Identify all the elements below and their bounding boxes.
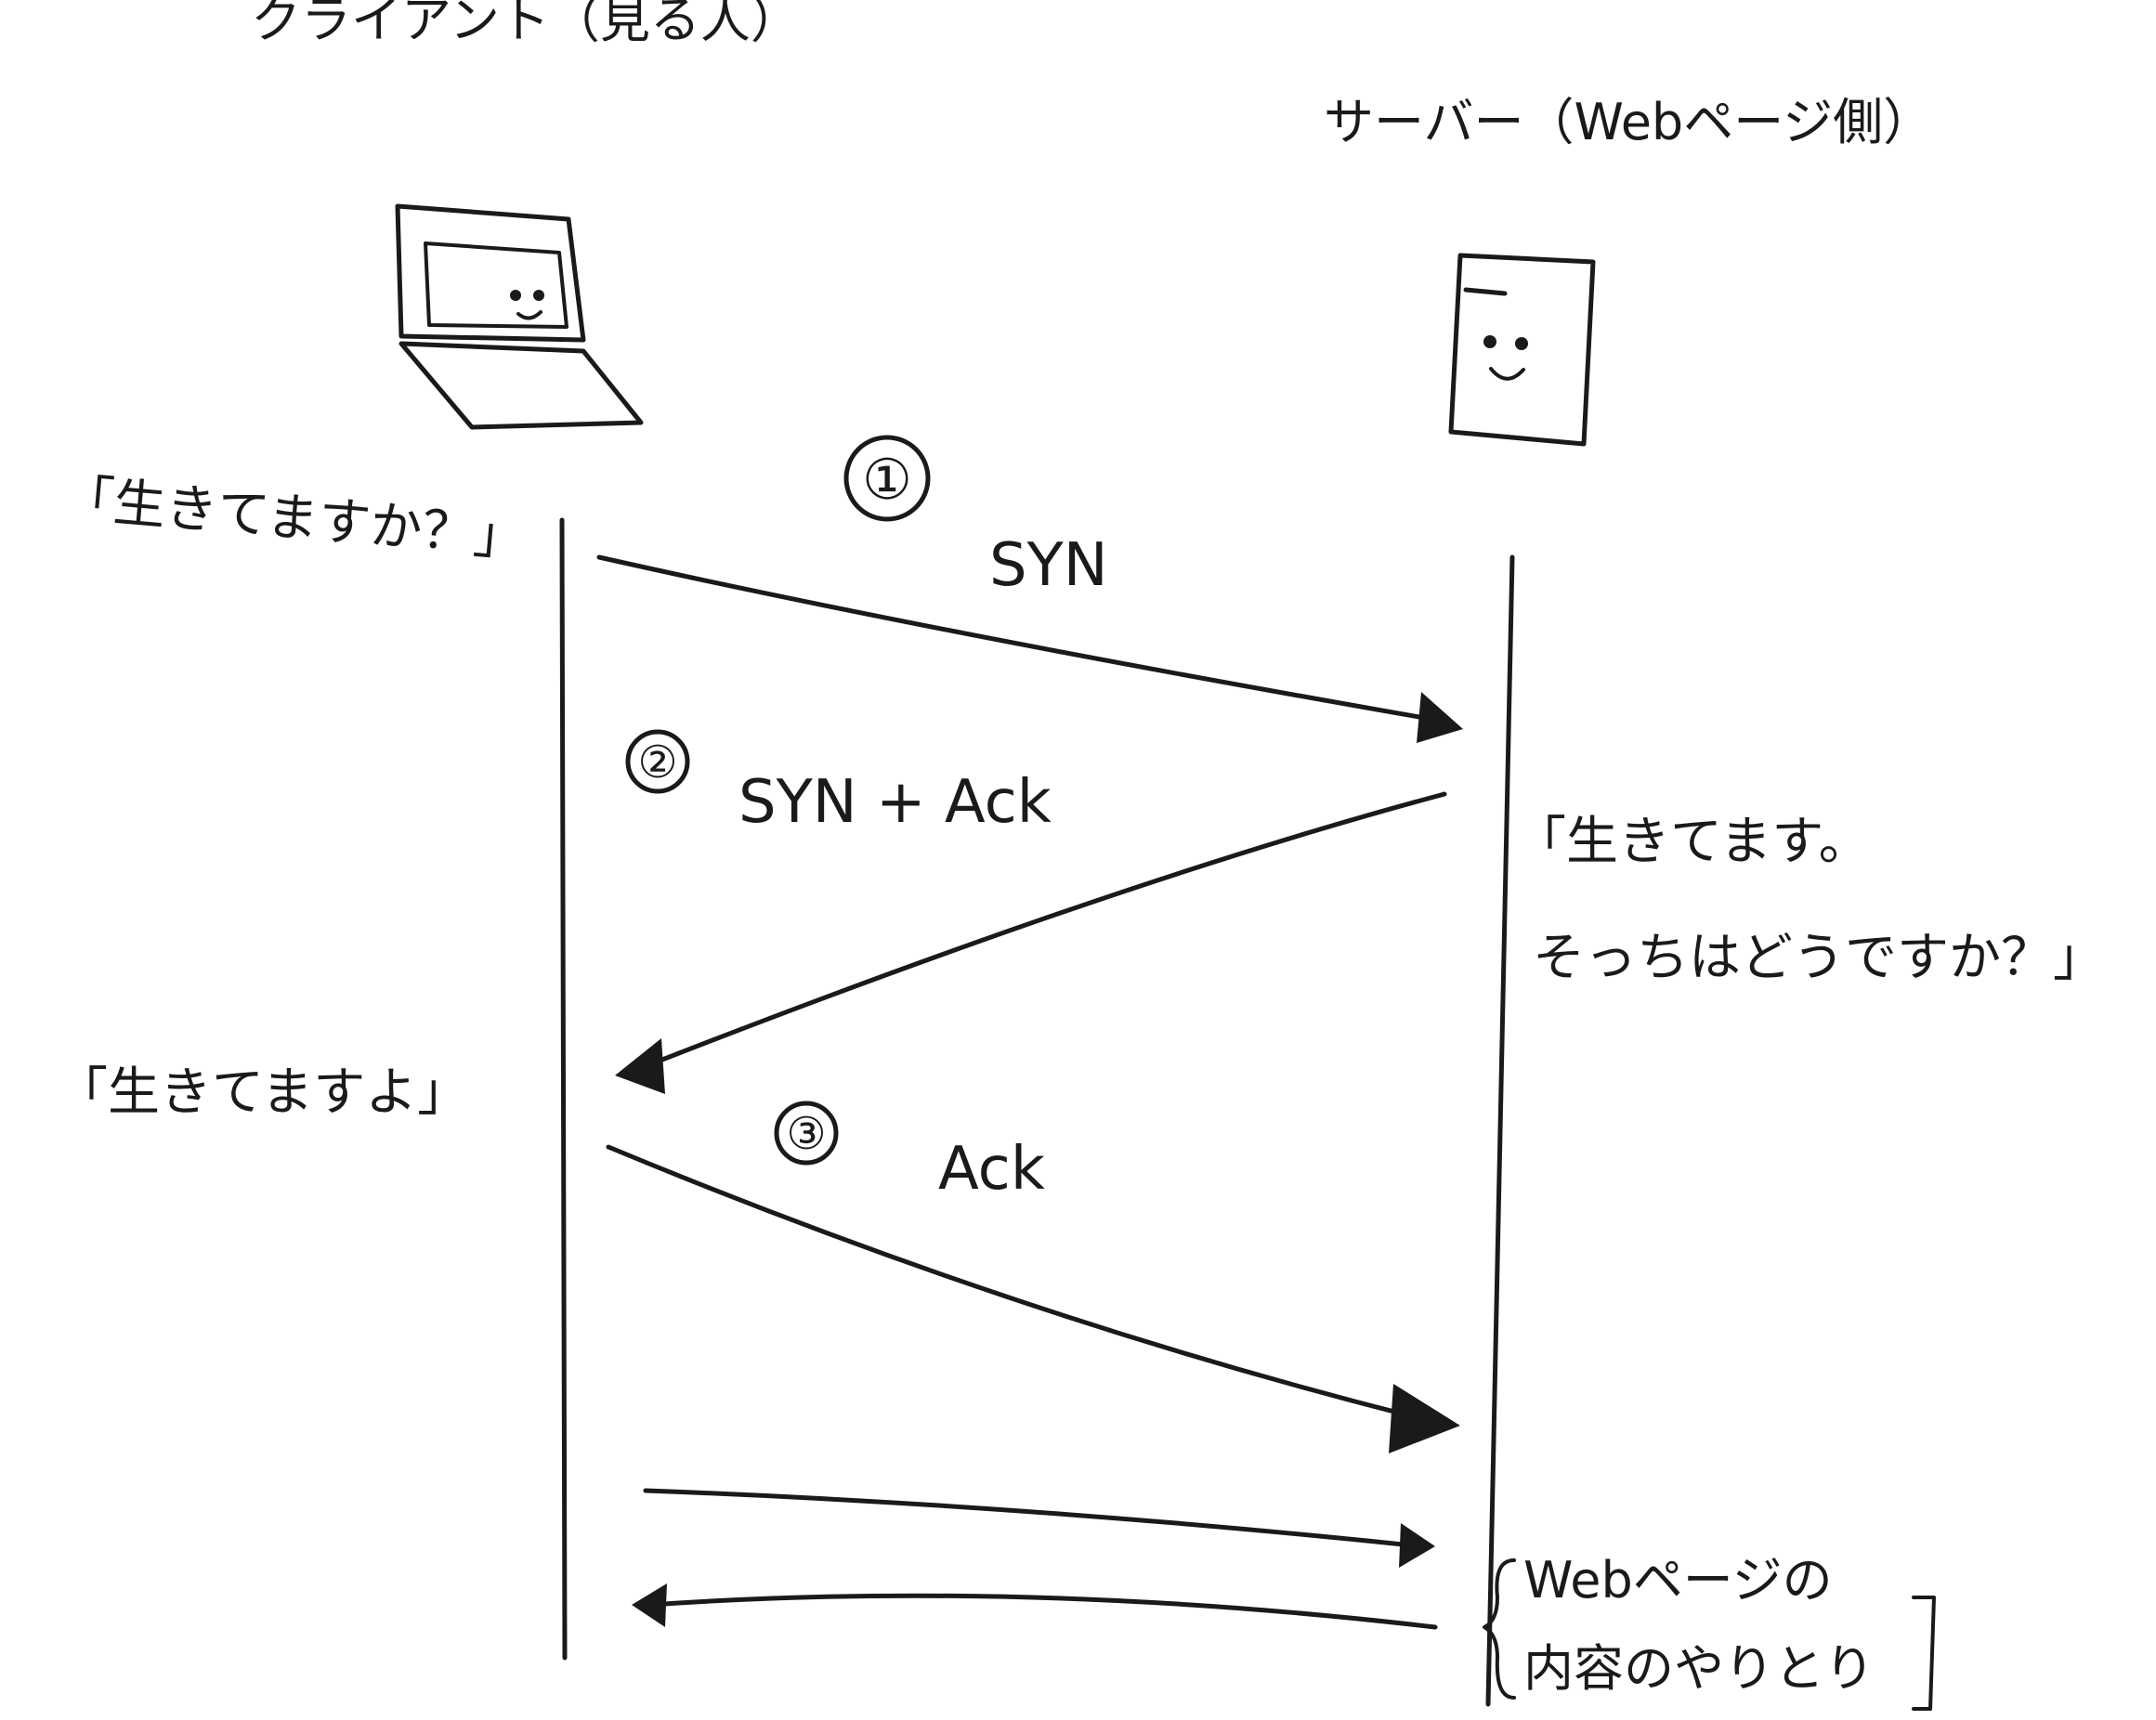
exchange-note: Webページの 内容のやりとり <box>1483 1551 1936 1711</box>
client-ask-text: 「生きてますか？」 <box>59 468 529 568</box>
laptop-icon <box>395 203 644 430</box>
syn-ack-arrow <box>638 791 1447 1071</box>
step-2-number: ② <box>637 736 677 788</box>
step-1: ① SYN <box>596 435 1463 743</box>
client-reply-text: 「生きてますよ」 <box>56 1062 469 1123</box>
server-reply-line2: そっちはどうですか？」 <box>1533 928 2105 988</box>
server-label: サーバー（Webページ側） <box>1324 93 1933 151</box>
data-exchange <box>632 1488 1438 1630</box>
step-3: ③ Ack <box>606 1101 1460 1453</box>
response-arrow <box>647 1593 1438 1630</box>
request-arrow <box>643 1488 1424 1549</box>
server-icon <box>1448 253 1596 447</box>
step-1-number: ① <box>862 448 912 513</box>
client-lifeline <box>559 517 568 1661</box>
ack-arrow <box>606 1144 1433 1424</box>
syn-arrow <box>596 554 1438 723</box>
step-2-label: SYN + Ack <box>738 768 1052 837</box>
server-lifeline <box>1485 554 1515 1707</box>
server-reply-line1: 「生きてます。 <box>1514 812 1871 872</box>
step-1-label: SYN <box>989 531 1108 600</box>
client-label: クライアント（見る人） <box>251 0 801 49</box>
exchange-line2: 内容のやりとり <box>1523 1639 1875 1698</box>
step-3-number: ③ <box>786 1108 826 1160</box>
step-3-label: Ack <box>938 1135 1045 1204</box>
step-2: ② SYN + Ack <box>615 729 1447 1094</box>
exchange-line1: Webページの <box>1523 1551 1833 1609</box>
